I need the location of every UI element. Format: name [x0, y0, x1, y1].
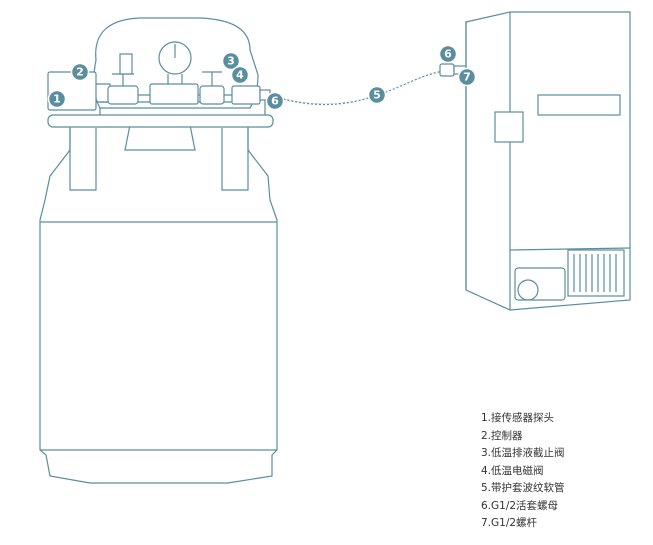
legend-item-7: 7.G1/2螺杆	[481, 517, 538, 529]
badge-4-label: 4	[236, 69, 244, 82]
badge-7-label: 7	[463, 71, 471, 84]
badge-5-label: 5	[373, 89, 381, 102]
badge-7: 7	[457, 67, 477, 87]
legend-item-6: 6.G1/2活套螺母	[481, 499, 559, 512]
badge-3: 3	[221, 51, 241, 71]
badge-6-left-label: 6	[271, 95, 279, 108]
legend: 1.接传感器探头 2.控制器 3.低温排液截止阀 4.低温电磁阀 5.带护套波纹…	[481, 410, 565, 533]
corrugated-hose	[269, 63, 467, 106]
badge-6-right: 6	[438, 44, 458, 64]
badge-6-left: 6	[265, 91, 285, 111]
freezer	[465, 11, 631, 311]
legend-item-2: 2.控制器	[481, 429, 523, 442]
badge-1: 1	[47, 89, 67, 109]
legend-item-5: 5.带护套波纹软管	[481, 482, 565, 494]
badge-1-label: 1	[53, 93, 61, 106]
badge-2: 2	[70, 62, 90, 82]
legend-item-4: 4.低温电磁阀	[481, 464, 544, 477]
badge-5: 5	[367, 85, 387, 105]
valve-assembly	[107, 41, 271, 105]
badge-4: 4	[230, 65, 250, 85]
badge-2-label: 2	[76, 66, 84, 79]
legend-item-1: 1.接传感器探头	[481, 412, 555, 424]
legend-item-3: 3.低温排液截止阀	[481, 447, 565, 459]
badge-3-label: 3	[227, 55, 235, 68]
badge-6-right-label: 6	[444, 48, 452, 61]
